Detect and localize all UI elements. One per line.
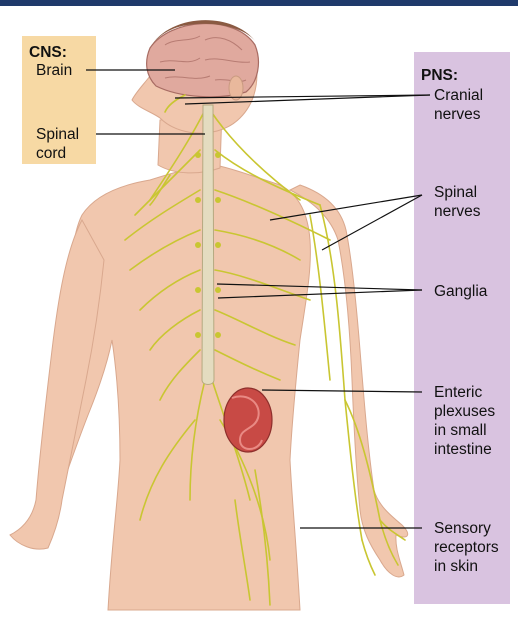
cns-title: CNS:	[29, 44, 67, 61]
ganglia-label: Ganglia	[434, 283, 488, 300]
cns-label-box	[22, 36, 96, 164]
pns-label-box	[414, 52, 510, 604]
sensory-receptors-label: Sensory receptors in skin	[434, 520, 499, 575]
leader-lines	[86, 69, 431, 529]
nerve-network	[124, 94, 406, 606]
spinal-cord-label: Spinal cord	[36, 126, 80, 162]
hair	[150, 20, 256, 48]
top-border	[0, 0, 518, 6]
cranial-nerves-label: Cranial nerves	[434, 87, 484, 123]
brain-label: Brain	[36, 62, 73, 79]
spinal-cord	[201, 104, 215, 385]
enteric-plexuses-label: Enteric plexuses in small intestine	[434, 384, 496, 458]
brain-folds	[159, 35, 251, 82]
pns-title: PNS:	[421, 67, 459, 84]
small-intestine	[223, 387, 273, 453]
ganglia-dots	[195, 152, 221, 338]
spinal-nerves-label: Spinal nerves	[434, 184, 481, 220]
